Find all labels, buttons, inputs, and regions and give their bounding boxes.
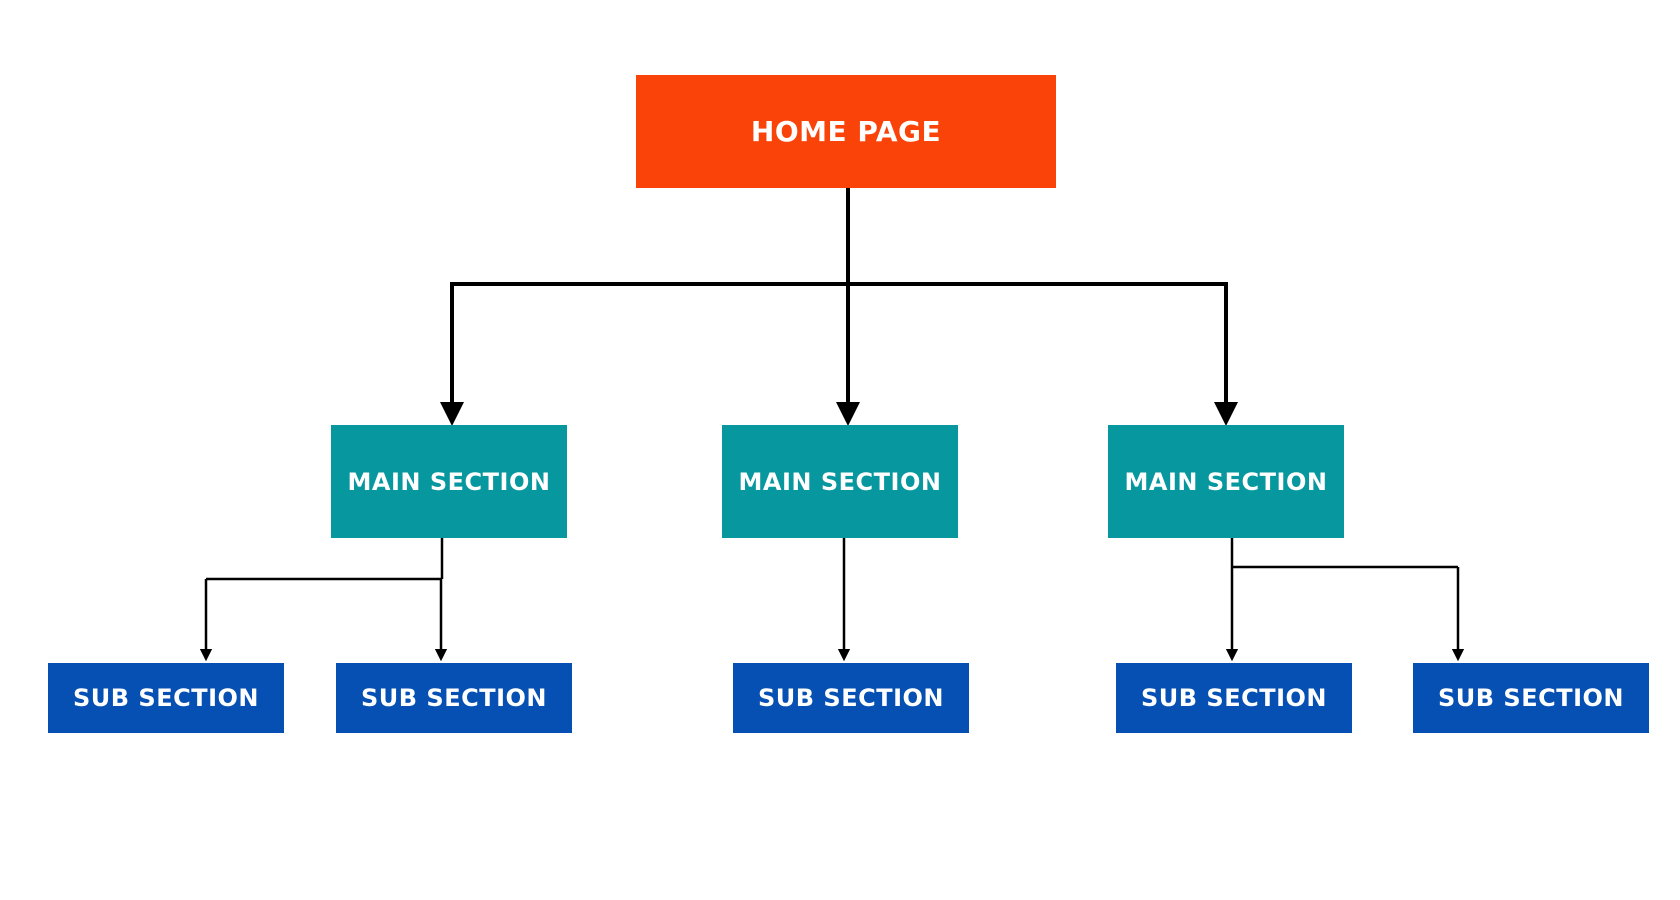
home-page-node: HOME PAGE (636, 75, 1056, 188)
sub-section-node-4: SUB SECTION (1116, 663, 1352, 733)
main-section-node-1: MAIN SECTION (331, 425, 567, 538)
main-section-node-3: MAIN SECTION (1108, 425, 1344, 538)
sub-section-node-5: SUB SECTION (1413, 663, 1649, 733)
sub-section-node-2: SUB SECTION (336, 663, 572, 733)
main-section-node-2: MAIN SECTION (722, 425, 958, 538)
sub-section-node-3: SUB SECTION (733, 663, 969, 733)
sub-section-node-1: SUB SECTION (48, 663, 284, 733)
